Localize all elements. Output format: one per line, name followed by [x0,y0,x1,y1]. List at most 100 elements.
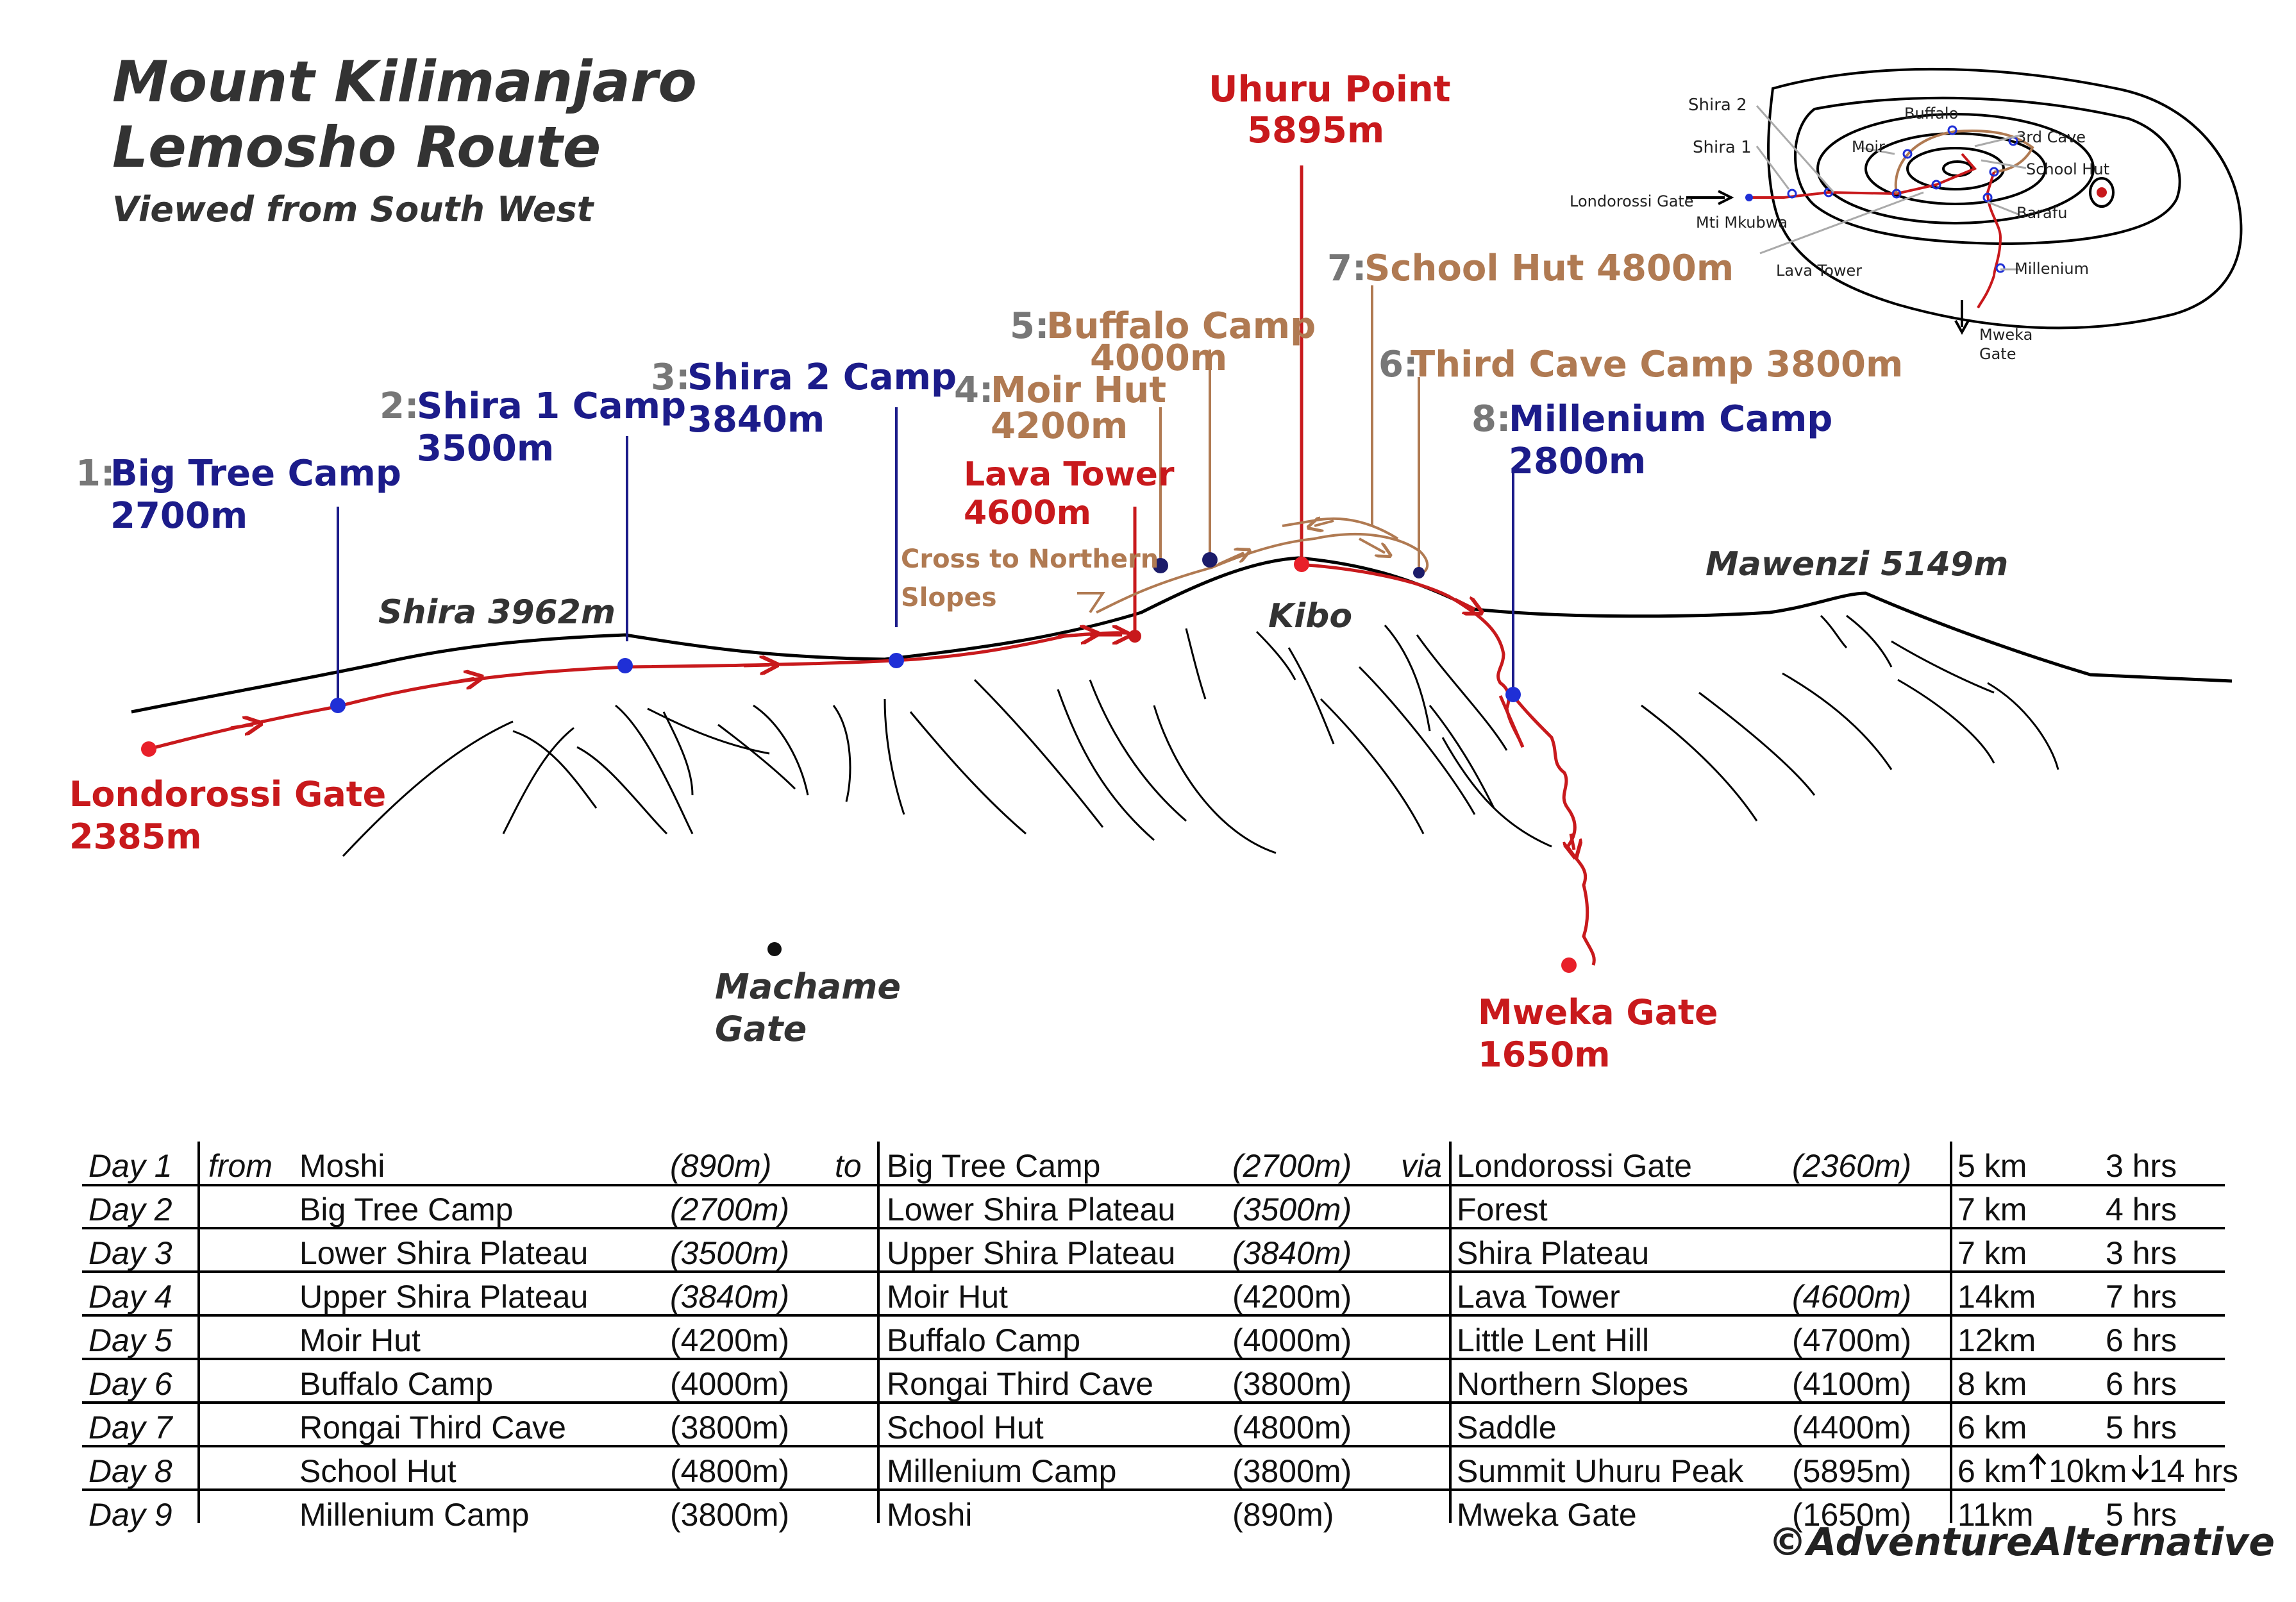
table-row: Day 9 Millenium Camp (3800m) Moshi (890m) Mwe… [88,1497,2177,1533]
cell-via: Shira Plateau [1457,1235,1649,1271]
mweka-gate-dot [1561,957,1577,973]
cell-to: Moshi [887,1497,972,1533]
camp-4-num: 4: [954,369,993,411]
cell-time: 4 hrs [2106,1192,2177,1227]
cell-to: Buffalo Camp [887,1322,1080,1358]
uhuru-alt: 5895m [1247,110,1384,151]
camp-5-label: 5: Buffalo Camp 4000m [1010,305,1316,379]
cell-from-alt: (4200m) [670,1322,789,1358]
route-brown [1077,519,1429,614]
cell-distance-2: 10km [2049,1453,2127,1489]
camp-6-num: 6: [1378,344,1418,385]
cell-to-alt: (4800m) [1232,1410,1352,1446]
cell-from-alt: (2700m) [670,1192,789,1227]
cell-via: Forest [1457,1192,1548,1227]
cell-to-alt: (4000m) [1232,1322,1352,1358]
londorossi-gate-name: Londorossi Gate [69,774,386,814]
camp-2-label: 2: Shira 1 Camp 3500m [380,385,686,469]
cell-via-alt: (4600m) [1792,1279,1911,1315]
cell-distance: 6 km [1957,1453,2027,1489]
lava-tower-alt: 4600m [964,494,1091,532]
table-via-word: via [1401,1148,1442,1184]
camp-3-num: 3: [651,357,690,398]
inset-moir: Moir [1852,138,1885,156]
cell-from: Lower Shira Plateau [299,1235,588,1271]
machame-gate-line2: Gate [715,1009,807,1049]
cell-day: Day 4 [88,1279,172,1315]
cell-day: Day 9 [88,1497,172,1533]
inset-lava-tower: Lava Tower [1776,262,1862,280]
camp-2-name: Shira 1 Camp [417,385,686,427]
camp-8-label: 8: Millenium Camp 2800m [1471,398,1832,482]
camp-7-name: School Hut 4800m [1364,248,1734,289]
cell-from-alt: (3800m) [670,1410,789,1446]
cell-via: Saddle [1457,1410,1557,1446]
cell-via: Northern Slopes [1457,1366,1688,1402]
cross-note-line1: Cross to Northern [901,544,1159,574]
cell-distance: 6 km [1957,1410,2027,1446]
inset-millenium: Millenium [2015,260,2089,278]
camp-2-num: 2: [380,385,419,427]
cell-from: Millenium Camp [299,1497,529,1533]
cell-distance: 8 km [1957,1366,2027,1402]
cell-to: Rongai Third Cave [887,1366,1153,1402]
cell-time: 5 hrs [2106,1410,2177,1446]
cell-via-alt: (5895m) [1792,1453,1911,1489]
camp-1-num: 1: [76,453,115,494]
cell-to-alt: (4200m) [1232,1279,1352,1315]
camp-3-name: Shira 2 Camp [687,357,957,398]
uhuru-point-dot [1294,557,1309,572]
camp-3-alt: 3840m [687,399,825,441]
shira-label: Shira 3962m [378,593,616,632]
cell-from: Moir Hut [299,1322,421,1358]
cell-from-alt: (4000m) [670,1366,789,1402]
camp-8-alt: 2800m [1509,441,1646,482]
camp-1-label: 1: Big Tree Camp 2700m [76,453,401,537]
cell-via-alt: (2360m) [1792,1148,1911,1184]
title-subtitle: Viewed from South West [112,189,595,230]
cell-day: Day 6 [88,1366,172,1402]
mountain-skyline [131,556,2233,714]
table-from-word: from [208,1148,272,1184]
uhuru-name: Uhuru Point [1209,69,1451,110]
cell-from: Rongai Third Cave [299,1410,566,1446]
copyright: ©AdventureAlternative [1768,1520,2275,1565]
cell-time: 6 hrs [2106,1366,2177,1402]
cell-from: School Hut [299,1453,457,1489]
camp-leader-lines [337,285,1514,705]
cell-via-alt: (4400m) [1792,1410,1911,1446]
buffalo-camp-dot [1202,552,1218,568]
cell-from-alt: (3800m) [670,1497,789,1533]
title-line1: Mount Kilimanjaro [112,49,697,115]
up-arrow-icon [2029,1453,2047,1479]
cell-from-alt: (890m) [670,1148,771,1184]
mweka-gate-name: Mweka Gate [1478,992,1718,1033]
cell-day: Day 1 [88,1148,172,1184]
inset-londorossi: Londorossi Gate [1570,192,1694,210]
cell-distance: 12km [1957,1322,2036,1358]
cell-to-alt: (3500m) [1232,1192,1352,1227]
cell-time: 3 hrs [2106,1235,2177,1271]
lava-tower-dot [1128,630,1141,643]
cross-note-line2: Slopes [901,583,997,612]
cell-time: 14 hrs [2149,1453,2238,1489]
inset-school-hut: School Hut [2026,160,2109,178]
machame-gate-dot [767,942,782,956]
camp-7-num: 7: [1327,248,1366,289]
camp-5-alt: 4000m [1090,337,1227,379]
cell-to: Lower Shira Plateau [887,1192,1175,1227]
title-block: Mount Kilimanjaro Lemosho Route Viewed f… [112,49,697,230]
cell-from: Upper Shira Plateau [299,1279,588,1315]
millenium-camp-dot [1505,687,1521,702]
cell-time: 5 hrs [2106,1497,2177,1533]
cell-via: Mweka Gate [1457,1497,1637,1533]
cell-to-alt: (890m) [1232,1497,1334,1533]
camp-6-label: 6: Third Cave Camp 3800m [1378,344,1903,385]
camp-5-num: 5: [1010,305,1049,347]
